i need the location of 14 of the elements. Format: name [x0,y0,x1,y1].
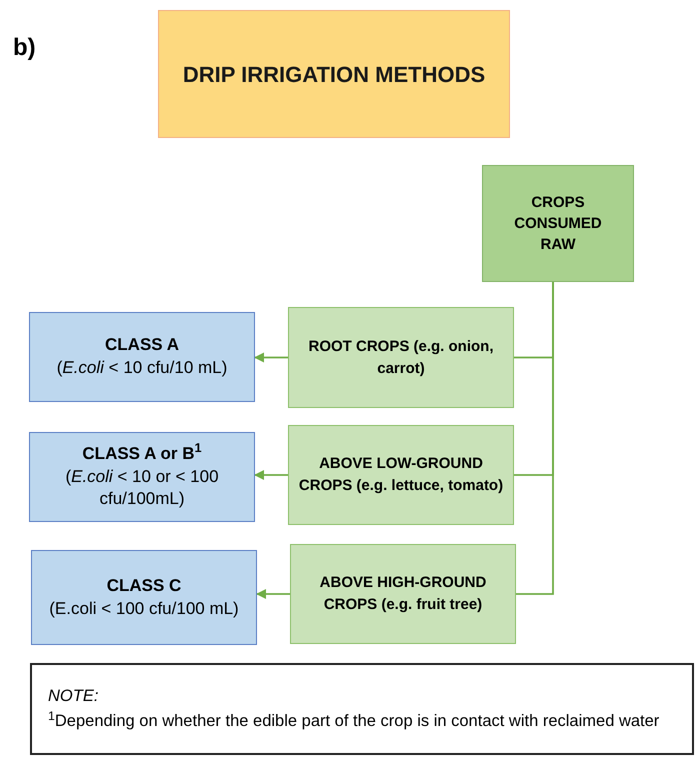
connector [254,470,288,480]
connector [516,282,554,595]
crop-box: ABOVE HIGH-GROUND CROPS (e.g. fruit tree) [290,544,516,644]
crop-box: ROOT CROPS (e.g. onion, carrot) [288,307,514,408]
crop-box: ABOVE LOW-GROUND CROPS (e.g. lettuce, tomato) [288,425,514,525]
water-class-box: CLASS C (E.coli < 100 cfu/100 mL) [31,550,257,645]
water-class-box: CLASS A or B$^{1}$ (E.coli < 10 or < 100 cfu/100mL) [29,432,255,522]
connector [254,352,288,362]
title-box: DRIP IRRIGATION METHODS [158,10,510,138]
category-box: CROPS CONSUMED RAW [482,165,634,282]
connector [256,589,290,599]
water-class-box: CLASS A (E.coli < 10 cfu/10 mL) [29,312,255,402]
note-box: NOTE: $^{1}$Depending on whether the edible part of the crop is in contact with reclaimed water [30,663,694,755]
panel-label: b) [13,33,36,63]
